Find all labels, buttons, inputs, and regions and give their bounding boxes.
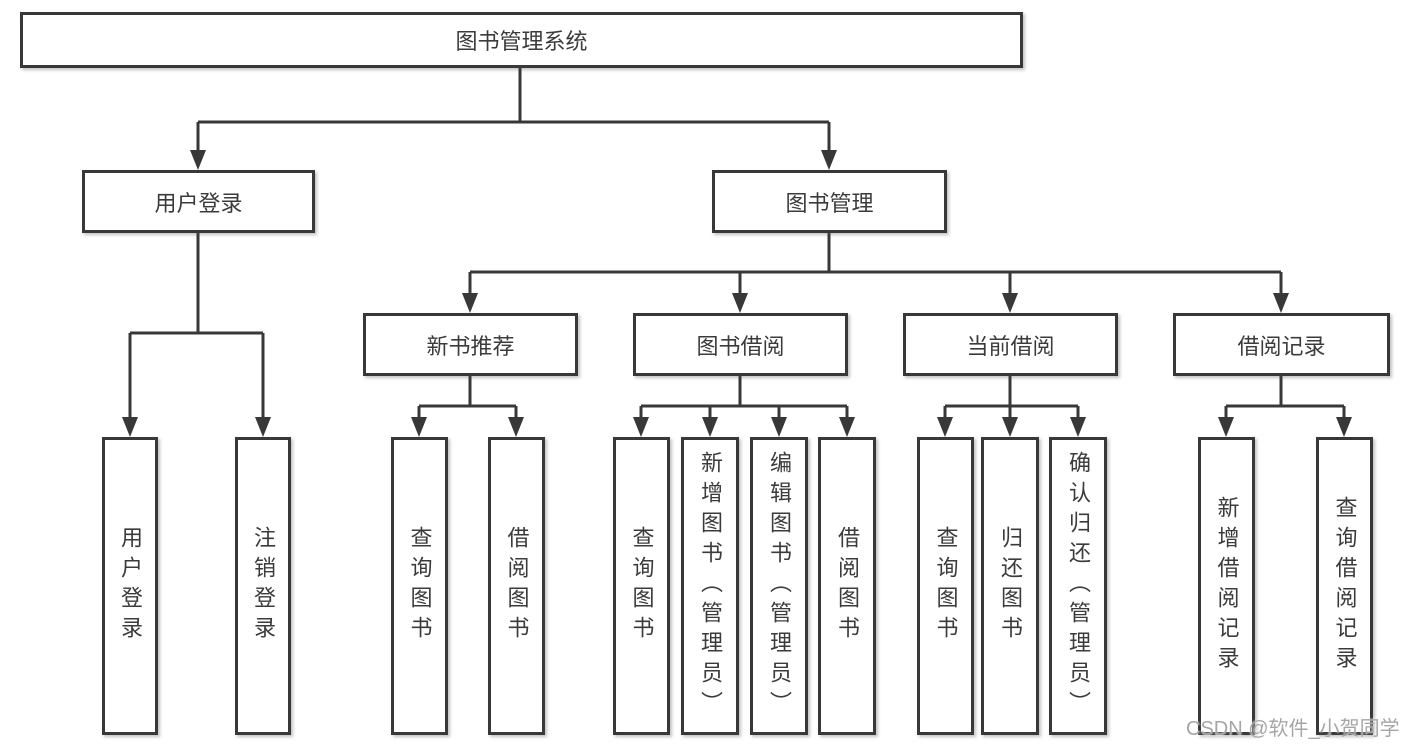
leaf-current-confirm-return-admin: 确认归还（管理员） — [1049, 437, 1107, 735]
leaf-newbooks-query-books: 查询图书 — [391, 437, 448, 735]
leaf-newbooks-query-books-label: 查询图书 — [407, 526, 433, 646]
node-user-login-label: 用户登录 — [154, 190, 243, 216]
csdn-watermark: CSDN @软件_小贺同学 — [1186, 718, 1400, 740]
node-borrow-records-label: 借阅记录 — [1237, 333, 1326, 359]
leaf-borrow-edit-books-admin: 编辑图书（管理员） — [750, 437, 808, 735]
leaf-newbooks-borrow-books-label: 借阅图书 — [504, 526, 530, 646]
node-book-management: 图书管理 — [712, 170, 947, 233]
leaf-logout: 注销登录 — [235, 437, 291, 735]
leaf-current-return-books-label: 归还图书 — [998, 526, 1023, 646]
node-new-book-recommend: 新书推荐 — [363, 313, 578, 376]
leaf-current-confirm-return-admin-label: 确认归还（管理员） — [1066, 451, 1091, 721]
node-new-book-recommend-label: 新书推荐 — [426, 333, 515, 359]
leaf-borrow-query-books: 查询图书 — [613, 437, 670, 735]
node-user-login: 用户登录 — [82, 170, 315, 233]
node-root-system: 图书管理系统 — [20, 12, 1023, 68]
leaf-borrow-query-books-label: 查询图书 — [629, 526, 655, 646]
connector-records-to-leaves — [1218, 376, 1352, 437]
node-root-label: 图书管理系统 — [455, 29, 588, 54]
leaf-borrow-borrow-books: 借阅图书 — [818, 437, 876, 735]
node-book-borrow: 图书借阅 — [633, 313, 848, 376]
leaf-current-query-books-label: 查询图书 — [933, 526, 959, 646]
leaf-user-login-label: 用户登录 — [118, 526, 143, 646]
leaf-records-query-record-label: 查询借阅记录 — [1332, 496, 1358, 676]
connector-current-to-leaves — [937, 376, 1086, 437]
leaf-records-add-record: 新增借阅记录 — [1198, 437, 1255, 735]
connector-userlogin-to-leaves — [122, 233, 271, 437]
node-book-borrow-label: 图书借阅 — [696, 333, 785, 359]
node-current-borrow: 当前借阅 — [903, 313, 1118, 376]
connector-borrow-to-leaves — [633, 376, 855, 437]
connector-bookmgmt-to-level3 — [462, 233, 1289, 313]
node-book-management-label: 图书管理 — [785, 190, 874, 216]
connector-newbooks-to-leaves — [411, 376, 524, 437]
leaf-newbooks-borrow-books: 借阅图书 — [488, 437, 545, 735]
node-current-borrow-label: 当前借阅 — [966, 333, 1055, 359]
leaf-borrow-edit-books-admin-label: 编辑图书（管理员） — [767, 451, 792, 721]
leaf-borrow-borrow-books-label: 借阅图书 — [835, 526, 860, 646]
leaf-records-add-record-label: 新增借阅记录 — [1214, 496, 1240, 676]
leaf-borrow-add-books-admin-label: 新增图书（管理员） — [698, 451, 723, 721]
leaf-current-return-books: 归还图书 — [981, 437, 1039, 735]
leaf-user-login: 用户登录 — [102, 437, 158, 735]
leaf-logout-label: 注销登录 — [251, 526, 276, 646]
connector-root-to-level2 — [190, 68, 837, 170]
leaf-current-query-books: 查询图书 — [917, 437, 974, 735]
leaf-records-query-record: 查询借阅记录 — [1316, 437, 1373, 735]
leaf-borrow-add-books-admin: 新增图书（管理员） — [681, 437, 739, 735]
node-borrow-records: 借阅记录 — [1173, 313, 1390, 376]
